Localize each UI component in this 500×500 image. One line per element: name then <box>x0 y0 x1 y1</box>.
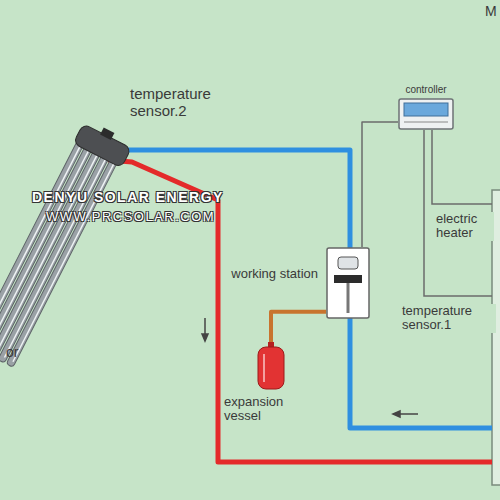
vacuum-tube <box>0 150 111 363</box>
flow-meter <box>334 275 362 283</box>
working-station-box-shape <box>326 247 370 319</box>
vessel-body <box>258 347 284 389</box>
controller-box: controller <box>398 98 454 130</box>
node-label: expansion vessel <box>222 395 304 424</box>
vacuum-tube <box>0 142 94 355</box>
collector-header <box>73 124 131 168</box>
node-label: controller <box>403 84 448 95</box>
tube-highlight <box>0 149 89 349</box>
watermark: DENYU SOLAR ENERGY <box>30 190 226 205</box>
tube-highlight <box>0 154 98 354</box>
expansion-pipe <box>271 312 326 342</box>
station-body <box>327 248 369 318</box>
heater-label: electric heater <box>434 212 494 241</box>
vacuum-tube <box>0 137 86 350</box>
cropped-label: or <box>4 345 20 360</box>
controller-body <box>399 99 453 129</box>
watermark: WWW.PRCSOLAR.COM <box>44 210 217 224</box>
control-wire <box>362 122 398 247</box>
controller-screen <box>404 103 448 116</box>
station-pipe <box>347 283 350 313</box>
flow-arrow <box>202 334 208 341</box>
controller-keys <box>404 122 448 123</box>
vacuum-tube <box>0 146 103 359</box>
heater-wire <box>432 130 492 204</box>
expansion-vessel-shape <box>257 342 285 390</box>
solar-collector <box>0 118 134 370</box>
temperature-sensor <box>100 127 114 140</box>
flow-arrow <box>202 318 208 341</box>
cropped-label: M <box>483 4 499 19</box>
tube-highlight <box>0 145 81 345</box>
flow-arrow <box>398 413 418 415</box>
expansion-vessel: expansion vessel <box>257 342 285 390</box>
vessel-highlight <box>263 354 265 382</box>
flow-arrow <box>393 411 400 417</box>
controller-box-shape <box>398 98 454 130</box>
sensor-label: temperature sensor.2 <box>128 86 257 119</box>
sensor-label: temperature sensor.1 <box>400 304 496 333</box>
flow-arrow <box>393 411 418 417</box>
node-label: working station <box>229 267 320 281</box>
working-station-box: working station <box>326 247 370 319</box>
pump-head <box>338 257 358 269</box>
